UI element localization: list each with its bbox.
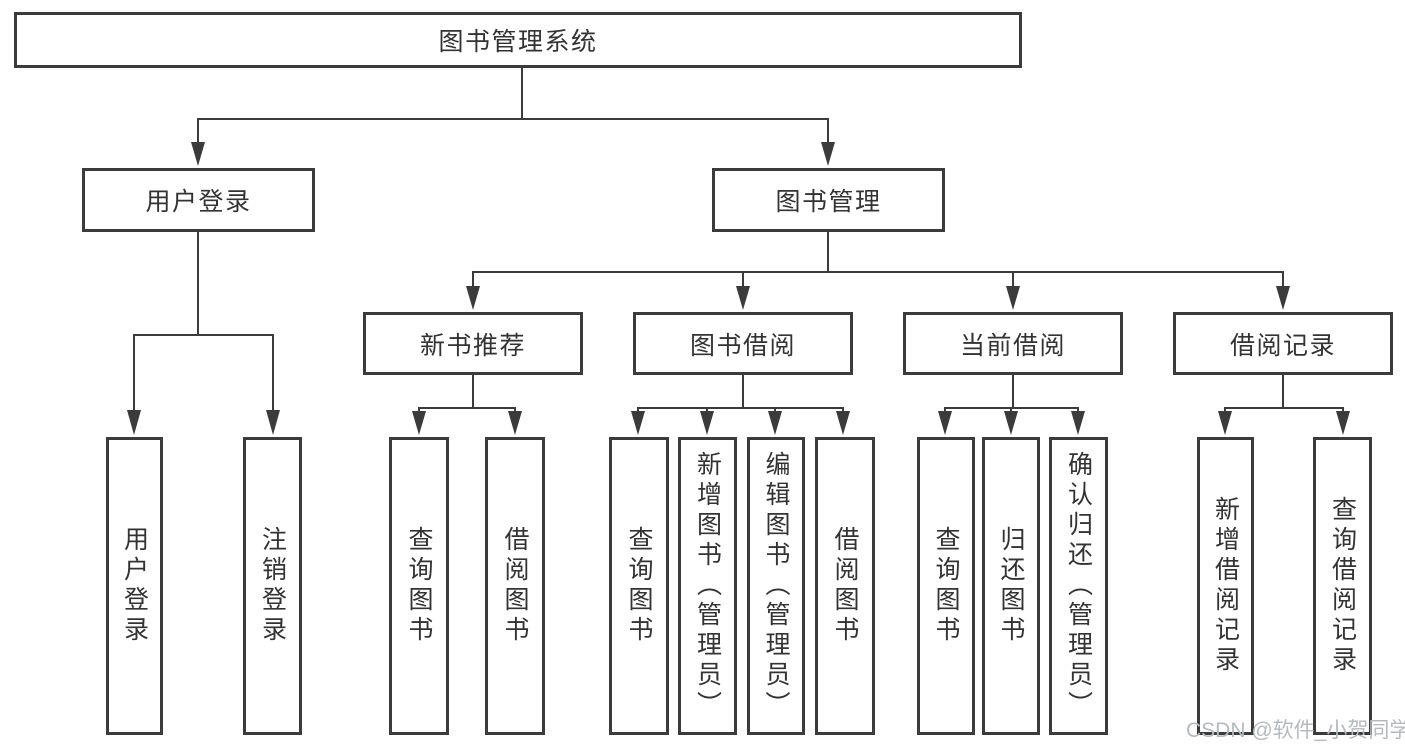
leaf-user-login: 用户登录 [106, 437, 163, 735]
node-label: 新书推荐 [419, 331, 526, 360]
node-label: 图书借阅 [689, 331, 796, 360]
node-user-login: 用户登录 [82, 168, 315, 232]
leaf-return-books: 归还图书 [982, 437, 1040, 735]
leaf-query-books-borrow: 查询图书 [609, 437, 669, 735]
node-label: 用户登录 [120, 526, 149, 646]
node-label: 查询借阅记录 [1328, 496, 1357, 676]
leaf-query-books-recommend: 查询图书 [389, 437, 449, 735]
node-book-borrow: 图书借阅 [633, 312, 853, 375]
node-label: 新增借阅记录 [1211, 496, 1240, 676]
leaf-borrow-books-recommend: 借阅图书 [485, 437, 545, 735]
leaf-query-borrow-record: 查询借阅记录 [1313, 437, 1372, 735]
leaf-logout: 注销登录 [243, 437, 302, 735]
node-book-management: 图书管理 [712, 168, 945, 232]
leaf-query-books-current: 查询图书 [917, 437, 975, 735]
node-label: 注销登录 [258, 526, 287, 646]
node-borrow-records: 借阅记录 [1173, 312, 1393, 375]
node-label: 借阅图书 [501, 526, 529, 646]
node-new-book-recommend: 新书推荐 [363, 312, 583, 375]
node-label: 归还图书 [997, 526, 1025, 646]
leaf-confirm-return-admin: 确认归还（管理员） [1049, 437, 1108, 735]
node-label: 当前借阅 [959, 331, 1066, 360]
node-label: 借阅图书 [831, 526, 859, 646]
csdn-watermark: CSDN @软件_小贺同学 [1186, 719, 1405, 742]
leaf-edit-books-admin: 编辑图书（管理员） [747, 437, 805, 735]
node-label: 查询图书 [625, 526, 653, 646]
node-label: 借阅记录 [1229, 331, 1336, 360]
node-label: 图书管理系统 [438, 28, 598, 56]
node-label: 图书管理 [775, 188, 882, 216]
leaf-borrow-books: 借阅图书 [815, 437, 875, 735]
node-label: 查询图书 [932, 526, 960, 646]
node-label: 编辑图书（管理员） [762, 451, 790, 721]
node-library-management-system: 图书管理系统 [14, 12, 1022, 68]
node-label: 查询图书 [405, 526, 433, 646]
node-label: 确认归还（管理员） [1064, 451, 1093, 721]
node-label: 用户登录 [145, 188, 252, 216]
leaf-add-books-admin: 新增图书（管理员） [678, 437, 737, 735]
node-label: 新增图书（管理员） [693, 451, 722, 721]
leaf-add-borrow-record: 新增借阅记录 [1197, 437, 1254, 735]
node-current-borrow: 当前借阅 [903, 312, 1123, 375]
